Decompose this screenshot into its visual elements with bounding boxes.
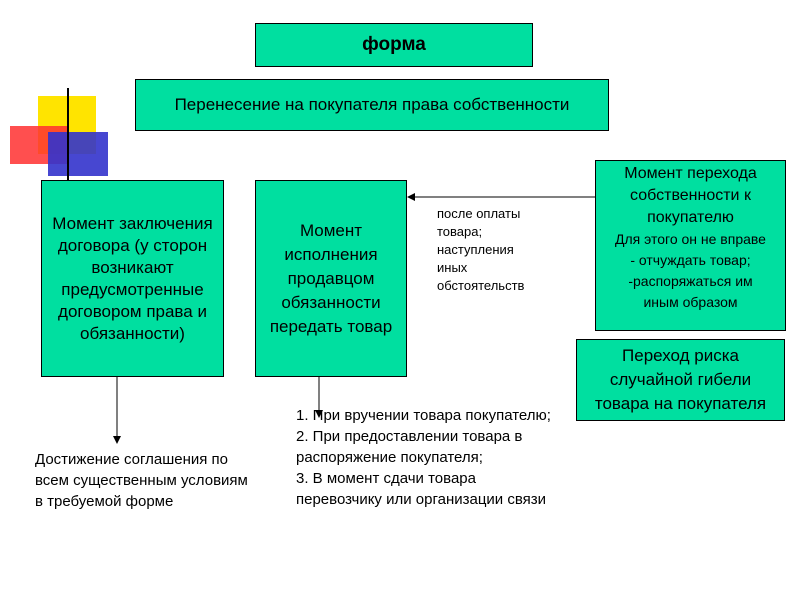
risk-transfer-text: Переход риска случайной гибели товара на… [583, 344, 778, 416]
form-title: форма [362, 34, 426, 56]
delivery-moment-item: 3. В момент сдачи товара перевозчику или… [296, 468, 556, 510]
form-title-box: форма [255, 23, 533, 67]
ownership-moment-title: Момент перехода собственности к покупате… [596, 163, 785, 229]
delivery-moments-list: 1. При вручении товара покупателю; 2. Пр… [296, 405, 556, 510]
ownership-moment-line: - отчуждать товар; [630, 250, 750, 271]
delivery-moment-item: 2. При предоставлении товара в распоряже… [296, 426, 556, 468]
execution-text: Момент исполнения продавцом обязанности … [268, 219, 394, 339]
after-payment-note: после оплаты товара; наступления иных об… [437, 205, 524, 295]
after-payment-line: товара; [437, 223, 524, 241]
ownership-transfer-box: Перенесение на покупателя права собствен… [135, 79, 609, 131]
ownership-transfer-text: Перенесение на покупателя права собствен… [175, 95, 570, 115]
ownership-moment-box: Момент перехода собственности к покупате… [595, 160, 786, 331]
after-payment-line: наступления [437, 241, 524, 259]
delivery-moment-item: 1. При вручении товара покупателю; [296, 405, 556, 426]
after-payment-line: иных [437, 259, 524, 277]
after-payment-line: обстоятельств [437, 277, 524, 295]
agreement-text: Достижение соглашения по всем существенн… [35, 449, 250, 512]
execution-box: Момент исполнения продавцом обязанности … [255, 180, 407, 377]
contract-conclusion-box: Момент заключения договора (у сторон воз… [41, 180, 224, 377]
ownership-moment-line: -распоряжаться им [628, 271, 752, 292]
ownership-moment-line: Для этого он не вправе [615, 229, 766, 250]
contract-conclusion-text: Момент заключения договора (у сторон воз… [48, 213, 217, 345]
ownership-moment-line: иным образом [643, 292, 737, 313]
risk-transfer-box: Переход риска случайной гибели товара на… [576, 339, 785, 421]
after-payment-line: после оплаты [437, 205, 524, 223]
